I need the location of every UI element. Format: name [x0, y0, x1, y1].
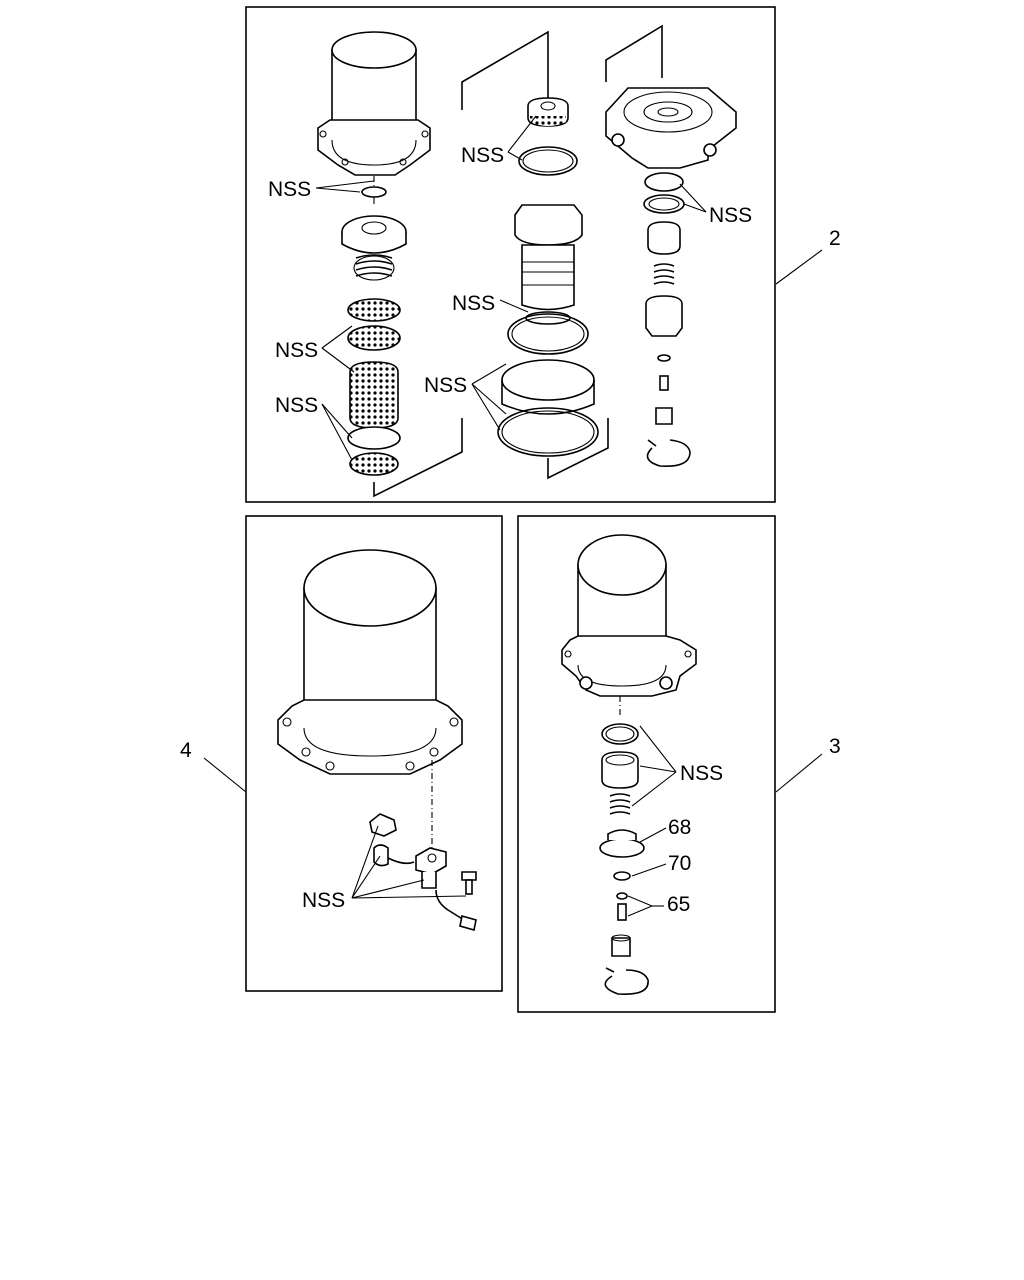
part-number-70: 70 — [668, 852, 691, 875]
view-label-right: 3 — [829, 735, 841, 758]
top-leaders — [315, 115, 823, 461]
panel-top-frame — [245, 6, 776, 503]
part-number-65: 65 — [667, 893, 690, 916]
top-left-stack — [317, 31, 463, 498]
nss-label-top-3: NSS — [275, 394, 318, 417]
nss-label-top-2: NSS — [275, 339, 318, 362]
nss-label-top-4: NSS — [461, 144, 504, 167]
view-label-top: 2 — [829, 227, 841, 250]
nss-label-top-7: NSS — [709, 204, 752, 227]
top-right-stack — [605, 24, 737, 468]
view-label-left: 4 — [180, 739, 192, 762]
right-leaders — [627, 725, 823, 917]
panel-left-frame — [245, 515, 503, 992]
left-assembly — [277, 549, 477, 932]
nss-label-top-5: NSS — [452, 292, 495, 315]
left-leaders — [203, 757, 467, 899]
nss-label-left: NSS — [302, 889, 345, 912]
part-number-68: 68 — [668, 816, 691, 839]
nss-label-right: NSS — [680, 762, 723, 785]
panel-right-frame — [517, 515, 776, 1013]
nss-label-top-6: NSS — [424, 374, 467, 397]
nss-label-top-1: NSS — [268, 178, 311, 201]
top-middle-stack — [461, 30, 609, 480]
right-assembly — [561, 534, 697, 996]
